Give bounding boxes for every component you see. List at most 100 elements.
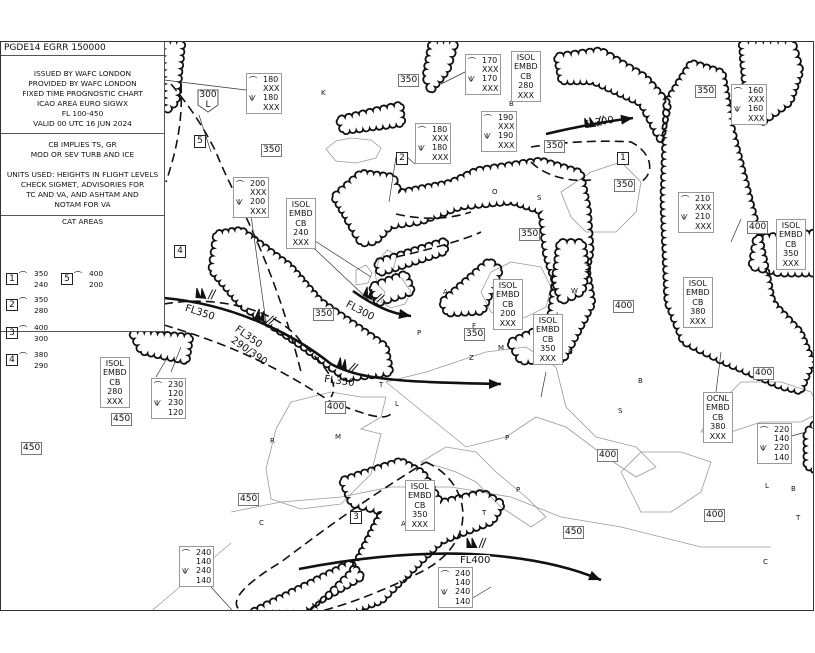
station-label: T [482,509,487,517]
station-label: T [379,381,384,389]
coastlines [151,137,813,610]
cb-cloud-outline [331,157,595,305]
turb-top: 190 [498,113,514,122]
cb-box-line: CB [692,297,704,307]
station-label: T [796,514,801,522]
jet-stream-line [298,552,602,582]
cb-box-line: EMBD [408,491,432,501]
cb-box-line: 200 [500,309,516,319]
ice-top: 180 [432,143,448,153]
jet-stream-line [163,296,502,386]
turbulence-symbol-icon: ⌒ [74,271,82,280]
turbulence-icon: ⌒ [760,426,768,435]
cb-box-line: XXX [106,396,124,406]
turbulence-icon: ⌒ [734,87,742,96]
cb-box-line: ISOL [105,359,124,368]
turb-top: 180 [432,125,448,134]
cb-box-line: CB [712,412,724,422]
cb-cloud-outline [335,101,407,135]
turbulence-symbol-icon: ⌒ [19,352,27,361]
station-label: B [568,348,573,356]
station-label: W [571,287,578,295]
cb-box-line: EMBD [779,230,803,240]
turb-top: 160 [748,86,764,95]
icing-icon: Ѱ [484,132,491,141]
cb-box-line: ISOL [538,316,557,325]
ice-base: XXX [263,102,280,112]
cb-box-line: CB [109,377,121,387]
note-line: MOD OR SEV TURB AND ICE [30,150,135,159]
tropopause-height: 350 [313,308,335,321]
cb-cloud-areas [128,42,813,610]
jet-arrow-icon [588,570,601,581]
ice-top: 240 [196,566,212,576]
cb-box-line: EMBD [103,368,127,378]
ice-top: 240 [455,587,471,597]
cat-area-outlines [163,83,651,610]
cb-box-line: CB [502,299,514,309]
ice-top: 230 [168,398,184,408]
note-line: CHECK SIGMET, ADVISORIES FOR [20,180,145,189]
turb-base: 120 [168,389,184,399]
ice-base: XXX [250,206,267,216]
cat-top: 350 [34,269,49,278]
turbulence-icon: ⌒ [468,57,476,66]
cb-box-line: XXX [499,318,517,328]
wind-barb-icon [584,115,604,129]
cat-base: 290 [34,361,49,370]
note-line: CB IMPLIES TS, GR [48,140,117,149]
cb-box-line: XXX [709,431,727,441]
ice-base: XXX [498,140,515,150]
cat-number: 2 [6,299,18,311]
icing-icon: Ѱ [418,144,425,153]
turbulence-icon: ⌒ [484,114,492,123]
cat-number: 3 [6,327,18,339]
wind-barb-icon [336,357,359,373]
cb-box-line: CB [414,500,426,510]
cat-number: 5 [61,273,73,285]
cb-box-line: 350 [412,510,428,520]
station-label: L [395,400,399,408]
turb-top: 170 [482,56,498,65]
station-label: M [335,433,342,441]
ice-base: XXX [482,83,499,93]
station-label: A [443,288,448,296]
station-label: O [492,188,498,196]
cb-box-line: CB [520,71,532,81]
turb-base: XXX [748,95,765,105]
cb-box-line: ISOL [410,482,429,491]
wind-barb-icon [254,308,277,325]
turb-base: XXX [482,65,499,75]
note-line: UNITS USED: HEIGHTS IN FLIGHT LEVELS [6,170,159,179]
station-label: P [417,329,422,337]
cat-area-marker: 2 [396,152,408,165]
cb-box-line: CB [542,334,554,344]
cb-cloud-outline [422,42,459,94]
tropopause-height: 350 [464,328,486,341]
turbulence-icon: ⌒ [441,570,449,579]
cat-number: 1 [6,273,18,285]
station-label: L [765,482,769,490]
icing-icon: Ѱ [734,105,741,114]
tropopause-low-value: 300 [199,90,217,100]
cb-cloud-outline [373,237,450,277]
ice-top: 160 [748,104,764,114]
wind-barb-icon [195,287,217,300]
tropopause-height: 350 [519,228,541,241]
cat-top: 400 [89,269,104,278]
wind-barb-icon [362,286,385,303]
cb-cloud-outline [250,560,365,610]
station-label: M [498,344,505,352]
station-label: F [472,322,477,330]
map-canvas [128,42,813,610]
tropopause-height: 450 [563,526,585,539]
cat-number: 4 [6,354,18,366]
